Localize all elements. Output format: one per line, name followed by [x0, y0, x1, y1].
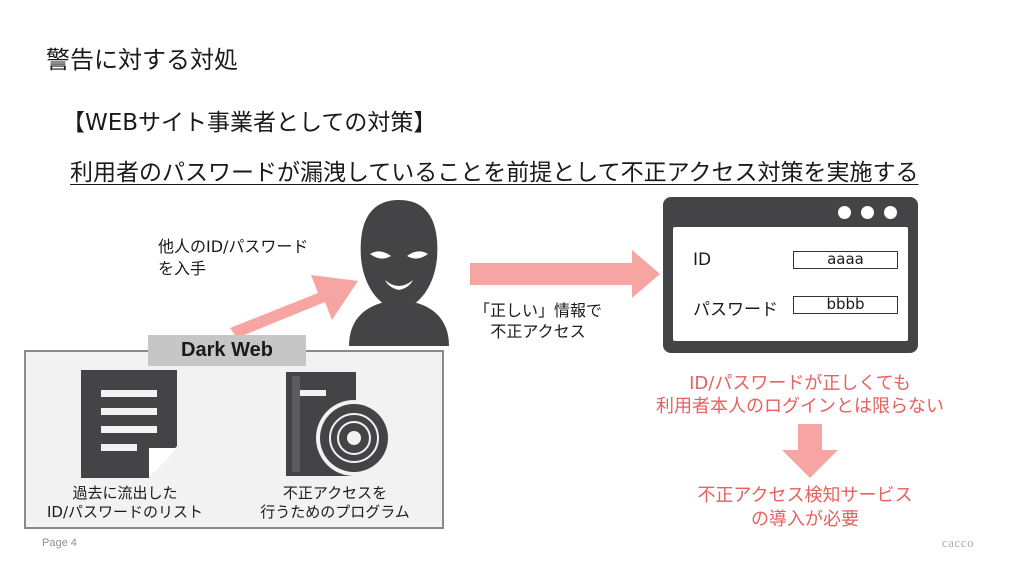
window-dot-icon [861, 206, 874, 219]
acquire-line2: を入手 [158, 259, 207, 278]
warning-line2: 利用者本人のログインとは限らない [656, 396, 944, 417]
window-dot-icon [838, 206, 851, 219]
program-line2: 行うためのプログラム [260, 503, 410, 521]
browser-window [663, 197, 918, 353]
solution-text: 不正アクセス検知サービス の導入が必要 [655, 484, 955, 532]
solution-line1: 不正アクセス検知サービス [697, 485, 913, 506]
page-number: Page 4 [42, 537, 77, 549]
warning-text: ID/パスワードが正しくても 利用者本人のログインとは限らない [630, 372, 970, 418]
acquire-line1: 他人のID/パスワード [158, 237, 309, 256]
arrow-access [470, 250, 660, 298]
hacker-icon [349, 200, 449, 346]
premise-statement: 利用者のパスワードが漏洩していることを前提として不正アクセス対策を実施する [70, 160, 919, 186]
slide-title: 警告に対する対処 [46, 46, 238, 74]
leaked-list-caption: 過去に流出した ID/パスワードのリスト [40, 484, 210, 522]
leaked-list-line2: ID/パスワードのリスト [46, 503, 204, 521]
program-line1: 不正アクセスを [282, 484, 388, 502]
access-line2: 不正アクセス [490, 322, 586, 341]
arrow-acquire [230, 275, 358, 338]
document-icon [81, 370, 177, 478]
window-dot-icon [884, 206, 897, 219]
browser-content [673, 227, 908, 341]
program-disc-icon [286, 372, 392, 476]
access-caption: 「正しい」情報で 不正アクセス [474, 300, 602, 342]
dark-web-label: Dark Web [148, 335, 306, 366]
program-caption: 不正アクセスを 行うためのプログラム [240, 484, 430, 522]
access-line1: 「正しい」情報で [474, 301, 603, 320]
acquire-caption: 他人のID/パスワード を入手 [158, 236, 308, 280]
leaked-list-line1: 過去に流出した [72, 484, 178, 502]
company-logo: cacco [942, 535, 975, 550]
solution-line2: の導入が必要 [751, 509, 859, 530]
warning-line1: ID/パスワードが正しくても [689, 373, 911, 394]
password-label: パスワード [693, 300, 778, 320]
id-label: ID [693, 250, 712, 270]
password-field[interactable]: bbbb [793, 296, 898, 314]
id-field[interactable]: aaaa [793, 251, 898, 269]
slide-subtitle: 【WEBサイト事業者としての対策】 [62, 110, 437, 136]
arrow-down [782, 424, 838, 478]
